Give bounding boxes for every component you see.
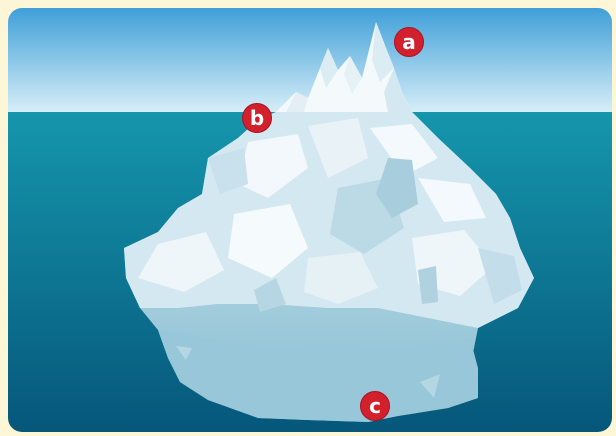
- label-marker-a: a: [394, 27, 424, 57]
- iceberg-illustration: [8, 8, 612, 432]
- label-marker-b: b: [242, 103, 272, 133]
- label-marker-c: c: [360, 391, 390, 421]
- iceberg-scene: a b c: [8, 8, 612, 432]
